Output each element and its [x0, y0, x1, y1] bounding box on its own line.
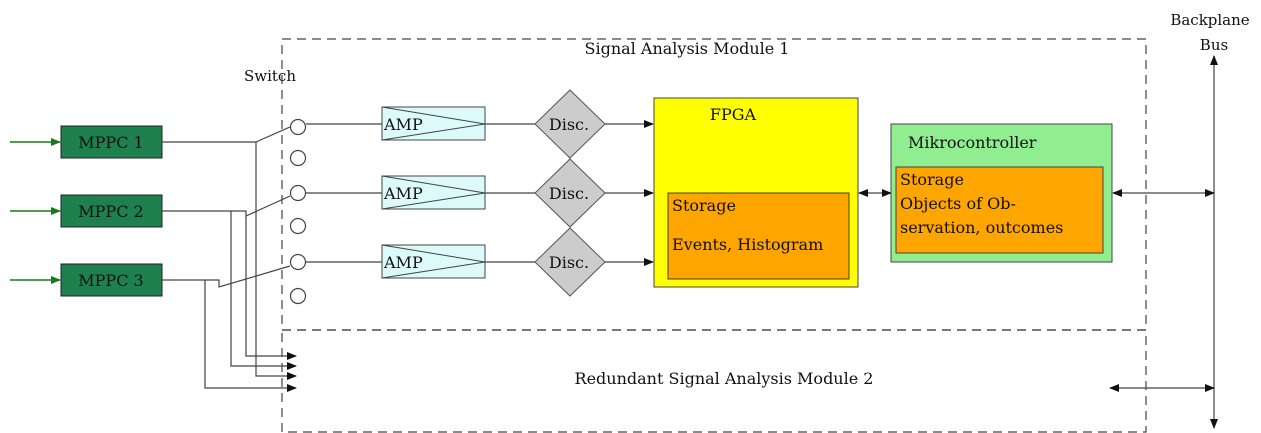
amp-3: AMP [381, 244, 486, 279]
switch-contact-6 [289, 287, 307, 305]
disc-2-shape [534, 158, 606, 228]
mppc-3-box [60, 263, 163, 297]
switch-contact-4 [289, 217, 307, 235]
amp-1-label: AMP [383, 115, 423, 134]
mppc-2-label: MPPC 2 [78, 202, 143, 221]
mcu-storage-box [895, 166, 1104, 254]
wire-mppc2-redundant [230, 211, 297, 370]
wire-mppc1-contact [255, 126, 291, 143]
mcu-storage-line1: Objects of Ob- [900, 194, 1016, 213]
amp-2: AMP [381, 175, 486, 210]
switch-contact-3 [289, 184, 307, 202]
module1-title: Signal Analysis Module 1 [585, 39, 790, 58]
mppc-3-label: MPPC 3 [78, 271, 143, 290]
wire-switch-redundant [245, 216, 297, 360]
amp-2-label: AMP [383, 184, 423, 203]
mcu-storage-title: Storage [900, 170, 964, 189]
switch-contact-5 [289, 253, 307, 271]
mcu-title: Mikrocontroller [908, 133, 1037, 152]
switch-contact-1 [289, 118, 307, 136]
mppc-1-label: MPPC 1 [78, 133, 143, 152]
fpga-storage-title: Storage [672, 196, 736, 215]
disc-1-shape [534, 89, 606, 159]
fpga-storage-box [667, 192, 850, 280]
switch-contact-2 [289, 149, 307, 167]
amp-3-label: AMP [383, 253, 423, 272]
switch-label: Switch [244, 67, 296, 85]
wire-mppc1-switch [162, 141, 297, 380]
disc-3-label: Disc. [549, 253, 589, 272]
wire-mppc3-switch [162, 265, 291, 288]
bus-title-line1: Backplane [1170, 11, 1249, 29]
wire-mppc3-redundant [204, 280, 297, 392]
module1-frame [281, 38, 1147, 331]
disc-2-label: Disc. [549, 184, 589, 203]
bus-title-line2: Bus [1200, 36, 1228, 54]
disc-3-shape [534, 227, 606, 297]
module2-frame [281, 329, 1147, 433]
fpga-storage-content: Events, Histogram [672, 235, 823, 254]
wire-mppc2-switch [162, 195, 291, 217]
module2-title: Redundant Signal Analysis Module 2 [575, 369, 874, 388]
mppc-1-box [60, 125, 163, 159]
disc-1-label: Disc. [549, 115, 589, 134]
amp-1: AMP [381, 106, 486, 141]
fpga-title: FPGA [710, 105, 757, 124]
mcu-storage-line2: servation, outcomes [900, 218, 1063, 237]
